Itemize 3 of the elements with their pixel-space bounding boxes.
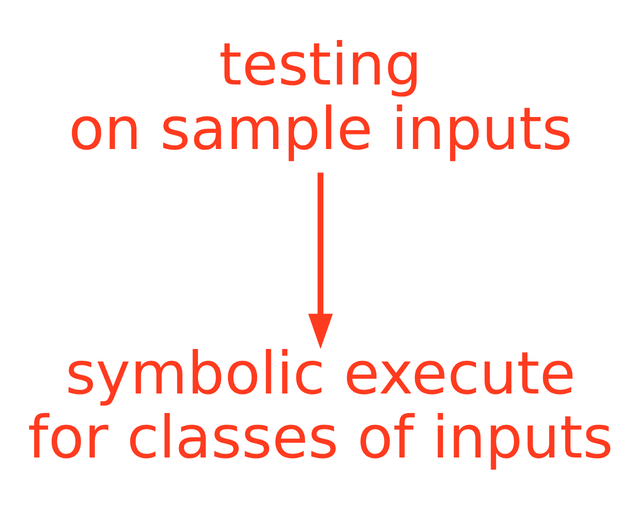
node-text: testing on sample inputs	[68, 30, 572, 163]
node-text: symbolic execute for classes of inputs	[28, 339, 614, 472]
arrow	[308, 172, 333, 349]
